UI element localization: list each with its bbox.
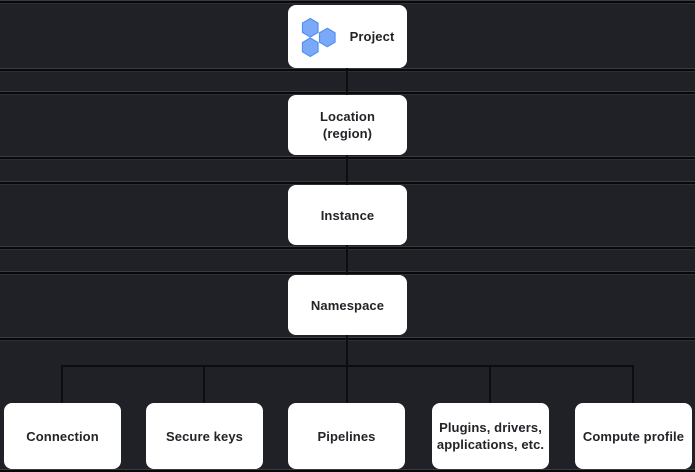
connector-project-location <box>346 68 348 95</box>
instance-label: Instance <box>320 207 375 223</box>
project-label: Project <box>349 29 395 44</box>
compute-profile-label: Compute profile <box>582 428 685 444</box>
location-label: Location (region) <box>320 109 375 141</box>
project-hexagons-icon <box>301 17 336 57</box>
connector-drop-connection <box>61 365 63 403</box>
connector-location-instance <box>346 155 348 185</box>
location-box: Location (region) <box>288 95 407 155</box>
child-box-compute-profile: Compute profile <box>575 403 692 469</box>
connector-drop-compute-profile <box>632 365 634 403</box>
child-box-secure-keys: Secure keys <box>146 403 263 469</box>
connection-label: Connection <box>26 428 99 444</box>
pipelines-label: Pipelines <box>317 428 376 444</box>
row-separator <box>0 469 695 472</box>
connector-drop-secure-keys <box>203 365 205 403</box>
connector-drop-pipelines <box>346 365 348 403</box>
plugins-label: Plugins, drivers, applications, etc. <box>436 420 545 452</box>
connector-drop-plugins <box>489 365 491 403</box>
namespace-box: Namespace <box>288 275 407 335</box>
child-box-pipelines: Pipelines <box>288 403 405 469</box>
namespace-label: Namespace <box>310 297 385 313</box>
connector-namespace-branch <box>346 335 348 366</box>
child-box-plugins: Plugins, drivers, applications, etc. <box>432 403 549 469</box>
connector-instance-namespace <box>346 245 348 275</box>
row-separator <box>0 0 695 4</box>
project-box: Project <box>288 5 407 68</box>
child-box-connection: Connection <box>4 403 121 469</box>
secure-keys-label: Secure keys <box>166 428 243 444</box>
instance-box: Instance <box>288 185 407 245</box>
